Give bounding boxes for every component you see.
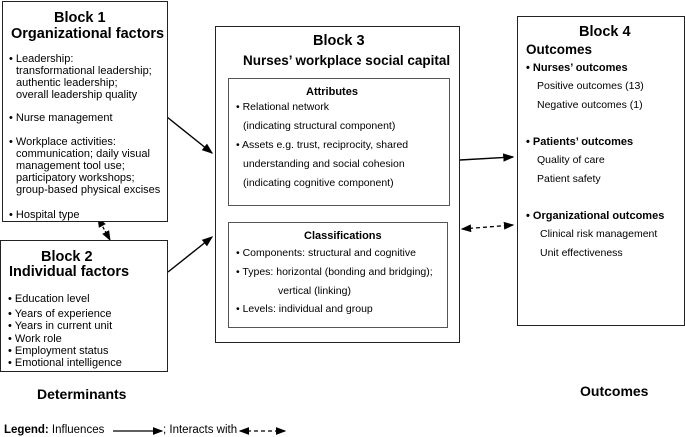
block4-box xyxy=(517,16,685,326)
block1-item: group-based physical excises xyxy=(16,184,161,196)
block4-subtitle: Outcomes xyxy=(526,42,593,57)
determinants-label: Determinants xyxy=(37,386,127,402)
classifications-title: Classifications xyxy=(304,230,382,242)
classifications-line: • Types: horizontal (bonding and bridgin… xyxy=(236,266,433,278)
block2-item: • Employment status xyxy=(8,345,109,357)
block1-item: overall leadership quality xyxy=(16,89,138,101)
block2-subtitle: Individual factors xyxy=(9,264,130,280)
block1-item: • Leadership: xyxy=(9,53,74,65)
block3-title: Block 3 xyxy=(313,33,365,49)
legend-influences: Influences xyxy=(48,424,105,436)
block4-title: Block 4 xyxy=(579,24,631,40)
arrow-block3-to-block4 xyxy=(459,153,515,162)
outcome-item: Unit effectiveness xyxy=(540,247,623,259)
block1-item: authentic leadership; xyxy=(16,77,118,89)
legend-label: Legend: xyxy=(4,424,49,436)
legend: Legend: Influences xyxy=(4,424,104,436)
classifications-box xyxy=(228,222,448,328)
block2-box xyxy=(0,240,168,372)
block2-item: • Emotional intelligence xyxy=(8,357,122,369)
block1-item: transformational leadership; xyxy=(16,65,152,77)
block1-subtitle: Organizational factors xyxy=(11,26,165,42)
block1-item: • Hospital type xyxy=(9,209,80,221)
block1-item: management tool use; xyxy=(16,160,125,172)
attributes-title: Attributes xyxy=(306,86,358,98)
outcome-group-heading: • Patients’ outcomes xyxy=(526,136,634,148)
block2-title: Block 2 xyxy=(41,249,93,265)
outcome-item: Clinical risk management xyxy=(540,228,658,240)
attributes-line: • Assets e.g. trust, reciprocity, shared xyxy=(236,139,409,151)
classifications-line: • Levels: individual and group xyxy=(236,303,373,315)
outcome-group-heading: • Nurses’ outcomes xyxy=(526,62,628,74)
legend-interacts: ; Interacts with xyxy=(163,424,238,436)
block2-item: • Work role xyxy=(8,333,62,345)
block2-item: • Years of experience xyxy=(8,308,112,320)
block3-subtitle: Nurses’ workplace social capital xyxy=(243,53,451,68)
attributes-line: (indicating structural component) xyxy=(243,120,396,132)
block1-item: participatory workshops; xyxy=(16,172,135,184)
attributes-box xyxy=(228,78,450,206)
classifications-line: • Components: structural and cognitive xyxy=(236,247,416,259)
block2-item: • Education level xyxy=(8,293,90,305)
block2-item: • Years in current unit xyxy=(8,320,113,332)
block1-item: • Nurse management xyxy=(9,112,113,124)
attributes-line: • Relational network xyxy=(236,101,329,113)
classifications-line: vertical (linking) xyxy=(278,285,351,297)
arrow-block1-to-block3 xyxy=(166,116,214,154)
block1-item: • Workplace activities: xyxy=(9,136,116,148)
outcome-item: Quality of care xyxy=(537,154,605,166)
attributes-line: (indicating cognitive component) xyxy=(243,177,394,189)
interaction-block3-block4 xyxy=(460,221,515,233)
block1-item: communication; daily visual xyxy=(16,148,150,160)
block1-box xyxy=(2,1,168,222)
outcomes-label: Outcomes xyxy=(580,383,649,399)
arrow-block2-to-block3 xyxy=(167,236,214,273)
block1-title: Block 1 xyxy=(54,10,106,26)
outcome-group-heading: • Organizational outcomes xyxy=(526,210,665,222)
outcome-item: Negative outcomes (1) xyxy=(537,99,643,111)
outcome-item: Patient safety xyxy=(537,173,601,185)
outcome-item: Positive outcomes (13) xyxy=(537,80,644,92)
attributes-line: understanding and social cohesion xyxy=(243,158,405,170)
interaction-block1-block2 xyxy=(97,216,111,242)
